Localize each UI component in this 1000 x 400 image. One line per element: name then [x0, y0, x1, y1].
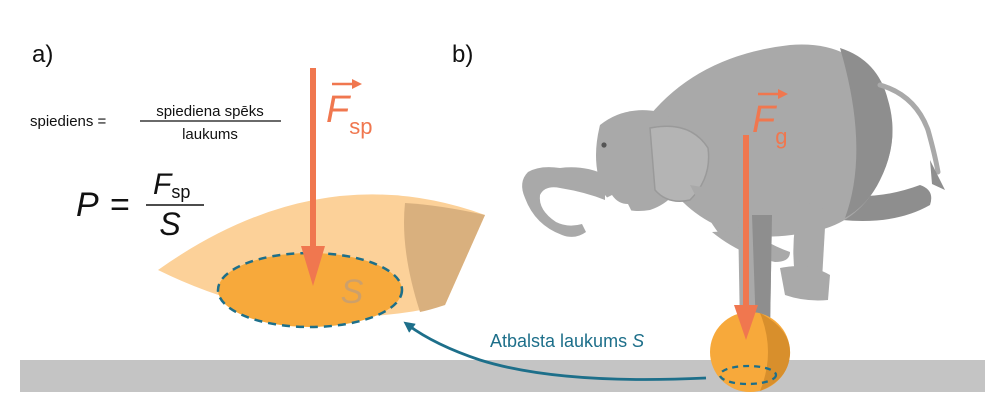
svg-text:Fsp: Fsp — [326, 89, 372, 139]
weight-arrow — [734, 135, 758, 340]
contact-area-label: S — [341, 273, 364, 311]
formula-symbol-P: P — [76, 186, 99, 224]
panel-a-label: a) — [32, 41, 53, 68]
panel-b-label: b) — [452, 41, 473, 68]
formula-words-denominator: laukums — [182, 126, 238, 143]
elephant — [522, 44, 945, 332]
formula-symbol-S: S — [159, 206, 180, 242]
support-area — [718, 364, 778, 386]
formula-symbol-F: Fsp — [153, 168, 190, 202]
weight-label: Fg — [752, 89, 788, 149]
svg-text:Fg: Fg — [752, 99, 787, 149]
contact-force-arrow — [301, 68, 325, 286]
formula-symbol-equals: = — [110, 186, 130, 224]
formula-words-numerator: spiediena spēks — [156, 103, 264, 120]
contact-force-label: Fsp — [326, 79, 372, 139]
contact-area — [216, 251, 404, 329]
formula-words-lhs: spiediens = — [30, 113, 107, 130]
support-area-pointer-arrow — [403, 321, 707, 381]
ball-shadow — [760, 313, 791, 391]
support-area-caption: Atbalsta laukums S — [490, 331, 644, 351]
